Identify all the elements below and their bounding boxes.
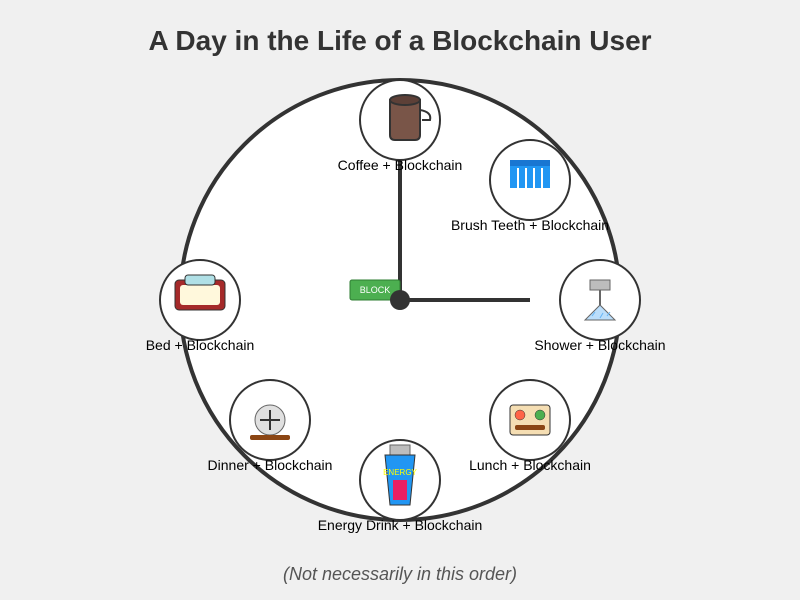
block-badge-label: BLOCK [360, 285, 391, 295]
energy-drink-icon: ENERGY [383, 444, 418, 506]
activity-coffee: Coffee + Blockchain [338, 79, 463, 173]
activity-label: Bed + Blockchain [146, 337, 255, 353]
activity-shower: Shower + Blockchain [534, 259, 666, 353]
clock-center-pin [390, 290, 410, 310]
toothbrush-icon [510, 160, 550, 188]
footer-note: (Not necessarily in this order) [283, 564, 517, 584]
bed-icon [174, 274, 226, 311]
activity-label: Energy Drink + Blockchain [318, 517, 483, 533]
activity-label: Brush Teeth + Blockchain [451, 217, 609, 233]
activity-bed: Bed + Blockchain [146, 259, 255, 353]
activity-label: Dinner + Blockchain [208, 457, 333, 473]
activity-label: Coffee + Blockchain [338, 157, 463, 173]
activity-energy-drink: ENERGY Energy Drink + Blockchain [318, 439, 483, 533]
dinner-plate-icon [250, 404, 290, 440]
activity-brush-teeth: Brush Teeth + Blockchain [451, 139, 609, 233]
activity-lunch: Lunch + Blockchain [469, 379, 591, 473]
page-title: A Day in the Life of a Blockchain User [148, 25, 651, 56]
energy-can-label: ENERGY [383, 468, 417, 477]
lunchbox-icon [509, 404, 551, 436]
shower-icon [583, 279, 617, 321]
activity-label: Lunch + Blockchain [469, 457, 591, 473]
coffee-mug-icon [389, 94, 432, 141]
activity-dinner: Dinner + Blockchain [208, 379, 333, 473]
activity-label: Shower + Blockchain [534, 337, 665, 353]
